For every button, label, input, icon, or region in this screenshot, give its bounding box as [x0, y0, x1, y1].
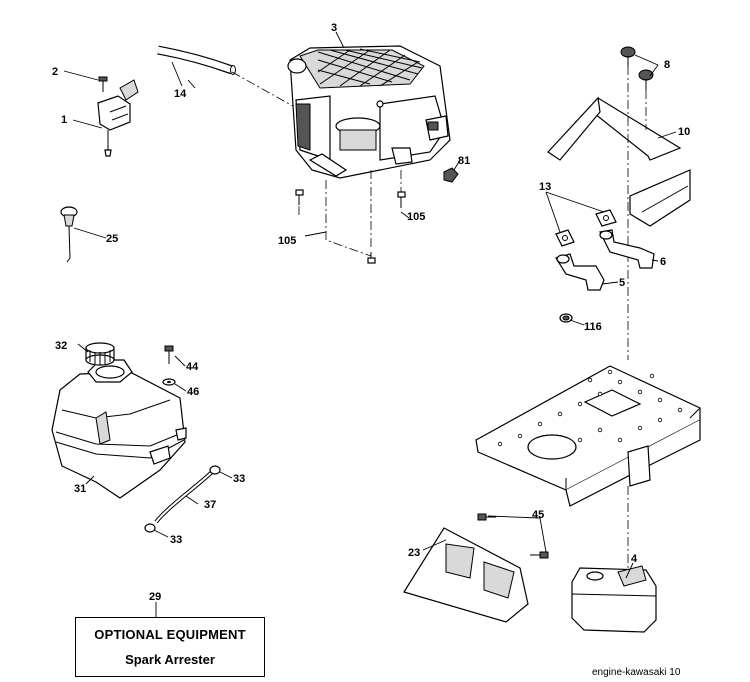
callout-31: 31	[74, 483, 86, 495]
nut-icon	[559, 313, 573, 323]
knob-icon	[620, 46, 654, 90]
primer-icon	[60, 206, 78, 263]
engine-frame-icon	[475, 365, 701, 507]
nut-icon	[443, 167, 459, 183]
callout-4: 4	[631, 553, 638, 565]
optional-equipment-box: OPTIONAL EQUIPMENT Spark Arrester	[75, 617, 265, 677]
fuel-hose-icon	[157, 45, 236, 75]
hose-clamp-icon	[144, 465, 221, 533]
gasket-icon	[555, 209, 617, 247]
callout-5: 5	[619, 277, 625, 289]
throttle-control-icon	[97, 79, 139, 157]
optional-equipment-item: Spark Arrester	[125, 652, 215, 667]
callout-6: 6	[660, 256, 666, 268]
callout-81: 81	[458, 155, 470, 167]
callout-3: 3	[331, 22, 337, 34]
callout-23: 23	[408, 547, 420, 559]
heat-plate-icon	[403, 527, 529, 623]
muffler-icon	[571, 565, 657, 633]
callout-33-b: 33	[170, 534, 182, 546]
callout-37: 37	[204, 499, 216, 511]
screw-icon	[98, 76, 108, 92]
callout-45: 45	[532, 509, 544, 521]
callout-33-a: 33	[233, 473, 245, 485]
fuel-cap-icon	[85, 342, 115, 366]
callout-105-b: 105	[407, 211, 425, 223]
callout-25: 25	[106, 233, 118, 245]
callout-2: 2	[52, 66, 58, 78]
heat-shield-icon	[547, 96, 691, 227]
callout-1: 1	[61, 114, 67, 126]
callout-8: 8	[664, 59, 670, 71]
callout-46: 46	[187, 386, 199, 398]
engine-icon	[287, 45, 451, 179]
callout-32: 32	[55, 340, 67, 352]
callout-13: 13	[539, 181, 551, 193]
bolt-icon	[295, 189, 406, 264]
callout-105-a: 105	[278, 235, 296, 247]
callout-116: 116	[584, 321, 602, 333]
page-reference: engine-kawasaki 10	[592, 667, 681, 678]
screw-icon	[164, 345, 174, 364]
callout-14: 14	[174, 88, 187, 100]
callout-10: 10	[678, 126, 690, 138]
callout-44: 44	[186, 361, 199, 373]
fuel-line-icon	[154, 470, 214, 524]
bolt-icon	[477, 513, 549, 559]
callout-29: 29	[149, 591, 161, 603]
optional-equipment-title: OPTIONAL EQUIPMENT	[94, 627, 246, 642]
exhaust-pipe-icon	[555, 229, 655, 291]
washer-icon	[162, 378, 176, 386]
